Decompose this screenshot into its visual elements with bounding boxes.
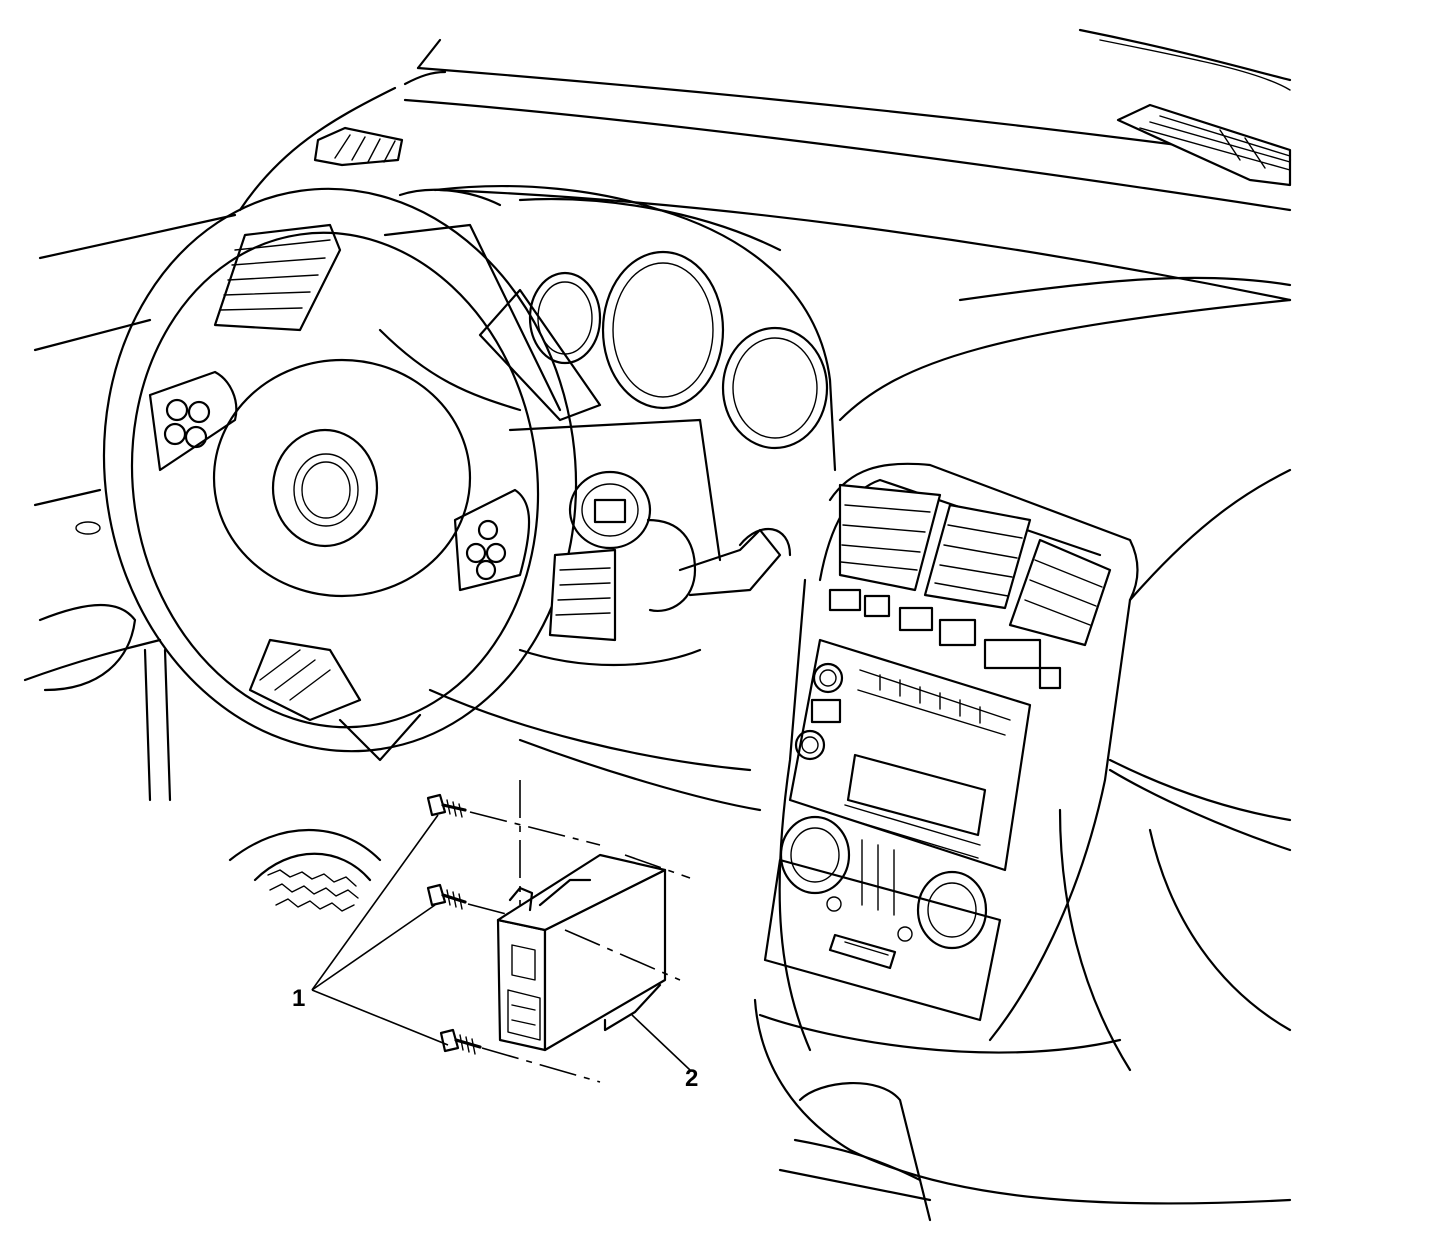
control-module <box>496 853 667 1052</box>
leader-lines <box>311 814 691 1071</box>
center-stack <box>753 462 1292 1222</box>
bolt-lower <box>439 1028 482 1055</box>
instrument-cluster <box>213 184 837 472</box>
callout-1: 1 <box>292 985 305 1012</box>
passenger-panel <box>1058 468 1292 1072</box>
bolt-upper <box>426 793 467 818</box>
steering-wheel <box>102 187 578 762</box>
callout-2: 2 <box>685 1065 698 1092</box>
installation-lines <box>467 780 691 1083</box>
door-and-speaker <box>38 521 382 912</box>
instrument-panel-top <box>23 28 1292 682</box>
bolt-middle <box>426 883 467 910</box>
steering-column <box>428 418 792 812</box>
